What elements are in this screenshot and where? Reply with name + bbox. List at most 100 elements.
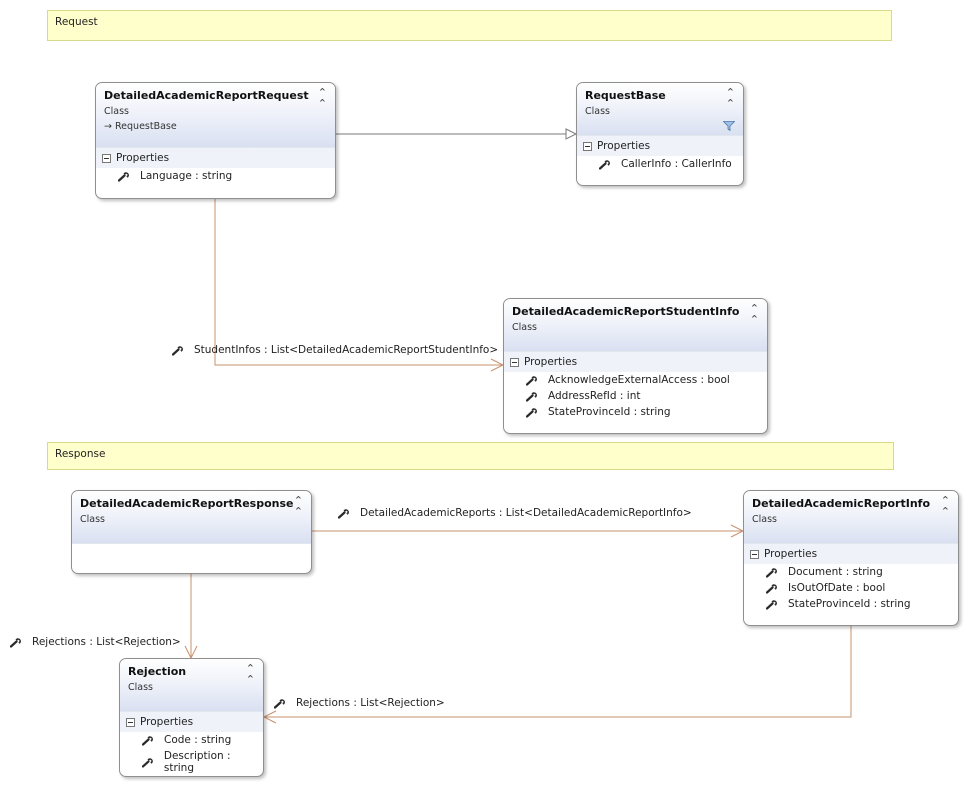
- property-text: AddressRefId : int: [548, 390, 641, 402]
- collapse-section-icon[interactable]: [583, 141, 592, 151]
- property-row[interactable]: Document : string: [744, 564, 958, 580]
- collapse-chevron-icon[interactable]: ⌃⌃: [725, 86, 735, 110]
- class-rejection[interactable]: Rejection Class ⌃⌃ Properties Code : str…: [119, 658, 264, 777]
- base-name: RequestBase: [115, 121, 177, 132]
- class-kind: Class: [104, 106, 129, 117]
- property-row[interactable]: Code : string: [120, 732, 263, 748]
- property-row[interactable]: AddressRefId : int: [504, 388, 767, 404]
- property-text: StateProvinceId : string: [548, 406, 671, 418]
- property-row[interactable]: AcknowledgeExternalAccess : bool: [504, 372, 767, 388]
- class-detailed-academic-report-response[interactable]: DetailedAcademicReportResponse Class ⌃⌃: [71, 490, 312, 574]
- properties-section[interactable]: Properties: [577, 135, 743, 156]
- wrench-icon: [142, 735, 155, 746]
- wrench-icon: [172, 345, 185, 356]
- response-comment[interactable]: Response: [47, 442, 894, 470]
- collapse-section-icon[interactable]: [126, 717, 135, 727]
- wrench-icon: [274, 698, 287, 709]
- class-kind: Class: [752, 514, 777, 525]
- reports-label[interactable]: DetailedAcademicReports : List<DetailedA…: [338, 507, 692, 519]
- class-header: RequestBase Class ⌃⌃: [577, 83, 743, 135]
- class-header: DetailedAcademicReportRequest Class → Re…: [96, 83, 335, 147]
- class-header: DetailedAcademicReportStudentInfo Class …: [504, 299, 767, 351]
- collapse-chevron-icon[interactable]: ⌃⌃: [749, 302, 759, 326]
- property-row[interactable]: CallerInfo : CallerInfo: [577, 156, 743, 172]
- property-text: CallerInfo : CallerInfo: [621, 158, 732, 170]
- collapse-chevron-icon[interactable]: ⌃⌃: [293, 494, 303, 518]
- property-row[interactable]: Description : string: [120, 748, 263, 776]
- class-header: Rejection Class ⌃⌃: [120, 659, 263, 711]
- section-label: Properties: [597, 140, 651, 152]
- collapse-chevron-icon[interactable]: ⌃⌃: [940, 494, 950, 518]
- info-rejections-arrowhead: [262, 710, 277, 724]
- class-header: DetailedAcademicReportResponse Class ⌃⌃: [72, 491, 311, 543]
- property-row[interactable]: IsOutOfDate : bool: [744, 580, 958, 596]
- class-request-base[interactable]: RequestBase Class ⌃⌃ Properties CallerIn…: [576, 82, 744, 186]
- properties-section[interactable]: Properties: [96, 147, 335, 168]
- request-comment[interactable]: Request: [47, 10, 892, 41]
- wrench-icon: [599, 159, 612, 170]
- wrench-icon: [142, 757, 155, 768]
- property-text: AcknowledgeExternalAccess : bool: [548, 374, 730, 386]
- collapse-section-icon[interactable]: [510, 357, 519, 367]
- response-comment-text: Response: [55, 448, 106, 460]
- class-header: DetailedAcademicReportInfo Class ⌃⌃: [744, 491, 958, 543]
- student-infos-label[interactable]: StudentInfos : List<DetailedAcademicRepo…: [172, 344, 498, 356]
- section-label: Properties: [116, 152, 170, 164]
- property-text: Document : string: [788, 566, 883, 578]
- class-detailed-academic-report-info[interactable]: DetailedAcademicReportInfo Class ⌃⌃ Prop…: [743, 490, 959, 626]
- property-row[interactable]: StateProvinceId : string: [744, 596, 958, 612]
- section-label: Properties: [524, 356, 578, 368]
- properties-section[interactable]: Properties: [504, 351, 767, 372]
- property-text: Description : string: [163, 750, 231, 774]
- property-text: Language : string: [140, 170, 233, 182]
- student-infos-text: StudentInfos : List<DetailedAcademicRepo…: [194, 344, 499, 356]
- request-comment-text: Request: [55, 16, 98, 28]
- class-kind: Class: [585, 106, 610, 117]
- class-name: DetailedAcademicReportStudentInfo: [512, 305, 740, 318]
- section-label: Properties: [140, 716, 194, 728]
- resp-rejections-text: Rejections : List<Rejection>: [32, 636, 181, 648]
- section-label: Properties: [764, 548, 818, 560]
- class-detailed-academic-report-student-info[interactable]: DetailedAcademicReportStudentInfo Class …: [503, 298, 768, 434]
- student-infos-line[interactable]: [214, 199, 503, 366]
- class-name: DetailedAcademicReportInfo: [752, 497, 931, 510]
- class-detailed-academic-report-request[interactable]: DetailedAcademicReportRequest Class → Re…: [95, 82, 336, 199]
- class-name: Rejection: [128, 665, 187, 678]
- property-text: Code : string: [164, 734, 232, 746]
- wrench-icon: [526, 375, 539, 386]
- info-rejections-text: Rejections : List<Rejection>: [296, 697, 445, 709]
- wrench-icon: [526, 407, 539, 418]
- wrench-icon: [526, 391, 539, 402]
- resp-rejections-label[interactable]: Rejections : List<Rejection>: [10, 636, 181, 648]
- collapse-section-icon[interactable]: [750, 549, 759, 559]
- property-text: StateProvinceId : string: [788, 598, 911, 610]
- wrench-icon: [338, 508, 351, 519]
- wrench-icon: [118, 171, 131, 182]
- empty-members-area: [72, 543, 311, 573]
- class-base: → RequestBase: [104, 121, 327, 132]
- collapse-chevron-icon[interactable]: ⌃⌃: [245, 662, 255, 686]
- class-name: DetailedAcademicReportRequest: [104, 89, 309, 102]
- info-rejections-line[interactable]: [264, 626, 852, 718]
- properties-section[interactable]: Properties: [744, 543, 958, 564]
- class-kind: Class: [80, 514, 105, 525]
- wrench-icon: [10, 637, 23, 648]
- class-name: DetailedAcademicReportResponse: [80, 497, 294, 510]
- class-name: RequestBase: [585, 89, 666, 102]
- filter-icon[interactable]: [723, 121, 735, 131]
- collapse-chevron-icon[interactable]: ⌃⌃: [317, 86, 327, 110]
- property-row[interactable]: Language : string: [96, 168, 335, 184]
- wrench-icon: [766, 583, 779, 594]
- properties-section[interactable]: Properties: [120, 711, 263, 732]
- class-kind: Class: [512, 322, 537, 333]
- collapse-section-icon[interactable]: [102, 153, 111, 163]
- inheritance-arrowhead: [565, 128, 578, 140]
- property-row[interactable]: StateProvinceId : string: [504, 404, 767, 420]
- wrench-icon: [766, 567, 779, 578]
- inherit-arrow-icon: →: [104, 121, 112, 132]
- property-text: IsOutOfDate : bool: [788, 582, 886, 594]
- info-rejections-label[interactable]: Rejections : List<Rejection>: [274, 697, 445, 709]
- wrench-icon: [766, 599, 779, 610]
- class-kind: Class: [128, 682, 153, 693]
